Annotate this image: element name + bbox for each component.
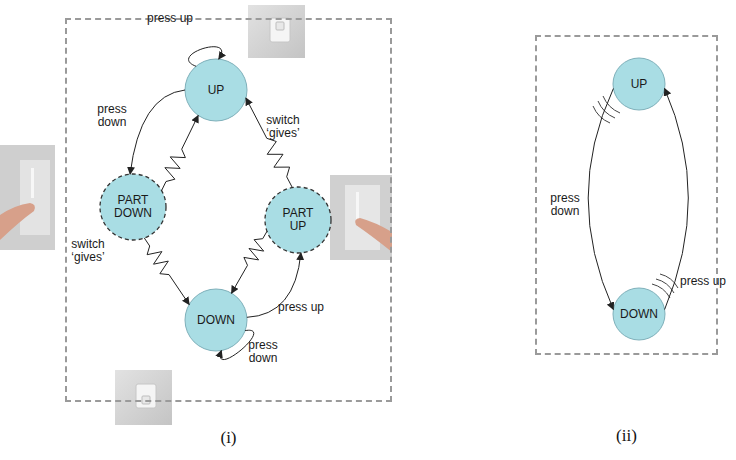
photo-background (0, 145, 55, 250)
spring-connector (246, 98, 292, 188)
photo-finger-part-down (0, 145, 55, 250)
state-circle: UP (184, 58, 248, 122)
text-holder: DOWN (612, 287, 666, 341)
circle-shape (185, 59, 247, 121)
switch-highlight (31, 168, 34, 198)
edge-label: press down (541, 192, 589, 218)
switch-plate (136, 384, 156, 408)
switch-plate (20, 160, 50, 235)
switch-toggle (142, 396, 150, 404)
transient-state-circle: PART DOWN (99, 173, 167, 241)
photo-switch-down (115, 370, 172, 425)
state-label: UP (615, 78, 663, 91)
self-loop-arrow (189, 47, 222, 67)
photo-background (115, 370, 172, 425)
edge-label: switch ‘gives’ (259, 114, 307, 140)
panel-caption: (ii) (537, 426, 716, 446)
text-holder: PART DOWN (99, 173, 167, 241)
vibration-arc (656, 279, 674, 293)
finger (355, 218, 392, 252)
panel-caption: (i) (67, 428, 390, 448)
circle-shape (613, 288, 665, 340)
text-holder: UP (184, 58, 248, 122)
switch-plate (270, 18, 290, 42)
spring-connector (232, 231, 268, 293)
vibration-marks (593, 96, 678, 298)
photo-switch-up (248, 5, 305, 58)
vibration-arc (593, 106, 610, 123)
state-label: UP (192, 84, 240, 97)
edge-label: switch ‘gives’ (64, 238, 112, 264)
edge-label: press down (239, 339, 287, 365)
edge-label: press up (146, 12, 194, 25)
switch-plate (345, 185, 380, 250)
state-circle: DOWN (184, 288, 248, 352)
photo-background (248, 5, 305, 58)
dashed-panel: (i)UPPART DOWNPART UPDOWN (65, 18, 392, 402)
state-label: DOWN (192, 314, 240, 327)
vibration-arc (660, 274, 678, 288)
spring-connector (144, 238, 189, 305)
state-label: DOWN (615, 308, 663, 321)
state-label: PART UP (274, 207, 322, 233)
circle-shape (265, 187, 331, 253)
finger (0, 203, 35, 240)
edge-label: press up (679, 275, 727, 288)
text-holder: UP (612, 57, 666, 111)
transient-state-circle: PART UP (264, 186, 332, 254)
edge-label: press up (277, 301, 325, 314)
spring-connector (162, 115, 199, 190)
state-circle: UP (612, 57, 666, 111)
circle-shape (613, 58, 665, 110)
circle-shape (185, 289, 247, 351)
transition-arrow (130, 90, 185, 174)
state-circle: DOWN (612, 287, 666, 341)
photo-finger-part-up (330, 175, 392, 260)
text-holder: DOWN (184, 288, 248, 352)
state-label: PART DOWN (109, 194, 157, 220)
photo-background (330, 175, 392, 260)
transition-arrow (588, 89, 613, 310)
vibration-arc (598, 101, 615, 118)
switch-toggle (276, 22, 284, 30)
circle-shape (100, 174, 166, 240)
switch-highlight (356, 192, 359, 220)
text-holder: PART UP (264, 186, 332, 254)
edge-label: press down (88, 103, 136, 129)
